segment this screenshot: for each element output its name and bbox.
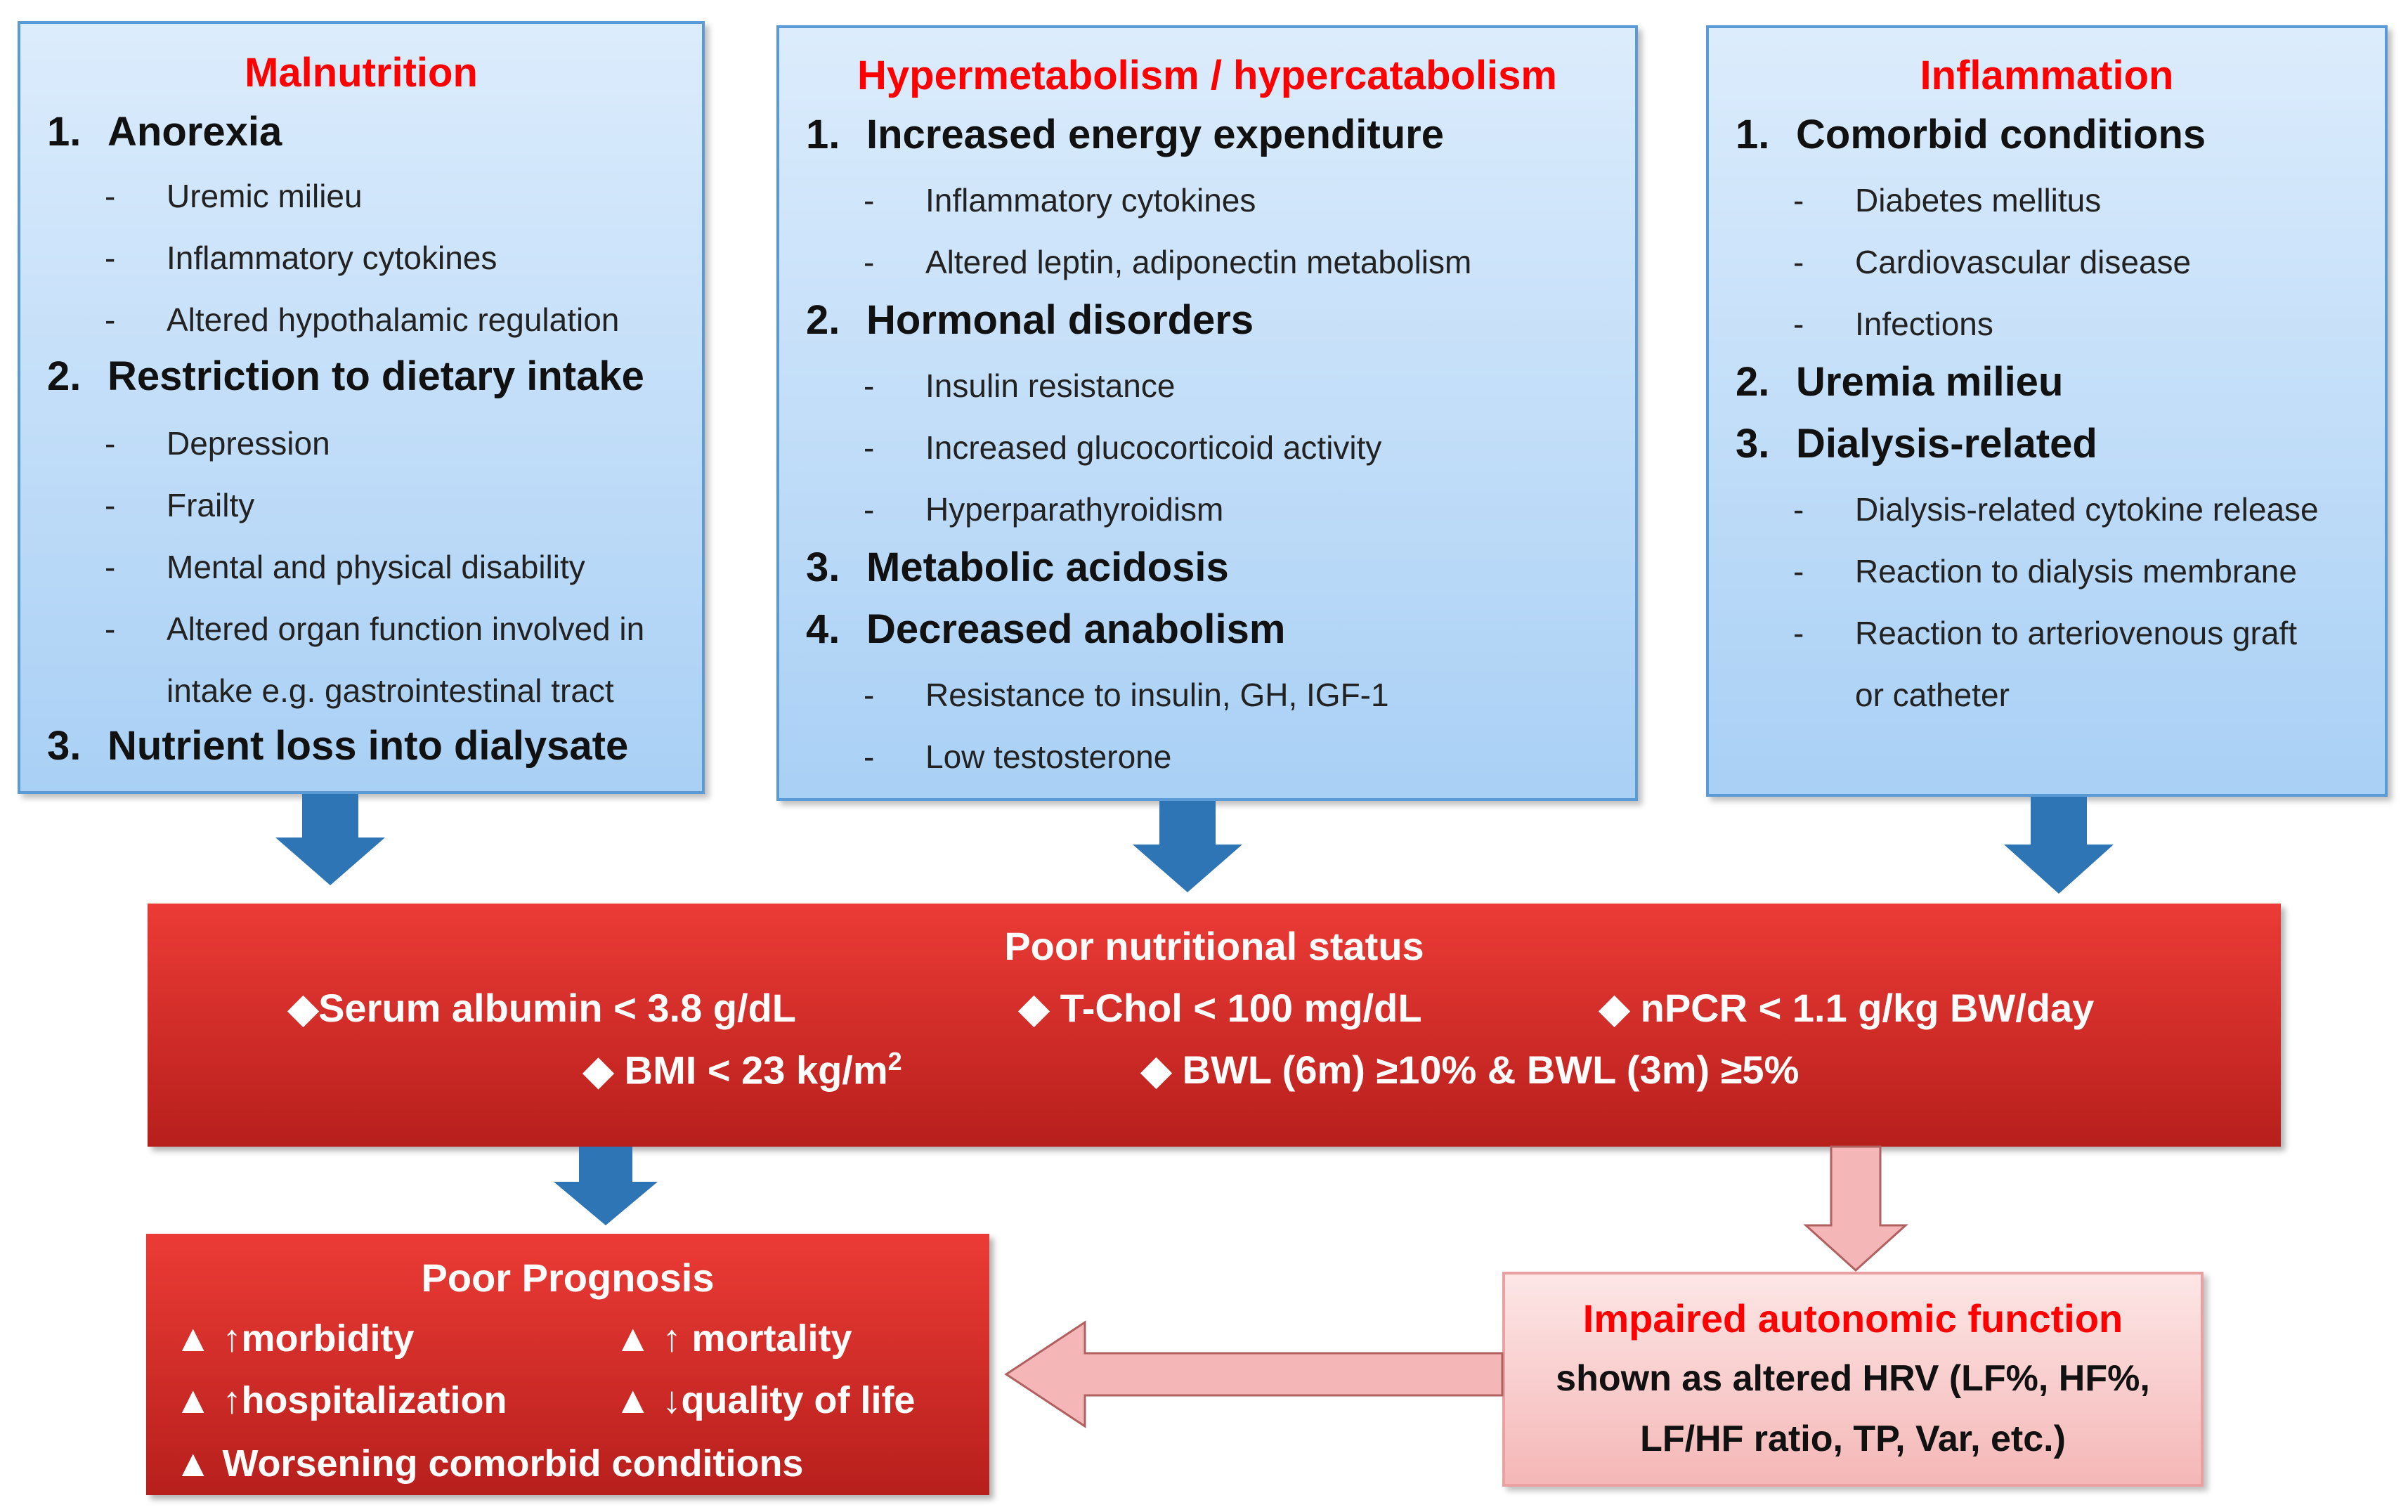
hypermetabolism-title: Hypermetabolism / hypercatabolism [857,53,1557,98]
malnutrition-item-3: 3.Nutrient loss into dialysate [47,723,629,769]
hypermetabolism-item-3: 3.Metabolic acidosis [806,545,1229,590]
inflammation-sub: -Diabetes mellitus [1793,182,2102,219]
hypermetabolism-sub: -Hyperparathyroidism [864,491,1224,528]
prognosis-quality-of-life: ▲ ↓quality of life [614,1379,916,1421]
inflammation-item-2: 2.Uremia milieu [1736,359,2064,405]
down-arrow-icon [2004,797,2114,894]
inflammation-sub: -Cardiovascular disease [1793,244,2192,280]
malnutrition-sub: -Mental and physical disability [105,549,585,585]
malnutrition-sub: -Frailty [105,487,255,523]
malnutrition-title: Malnutrition [245,50,478,96]
inflammation-sub: -Infections [1793,306,1993,342]
malnutrition-sub: -Depression [105,425,330,462]
malnutrition-item-1: 1.Anorexia [47,109,282,155]
inflammation-sub: -Reaction to dialysis membrane [1793,553,2297,589]
hypermetabolism-box: Hypermetabolism / hypercatabolism 1.Incr… [776,25,1638,801]
down-arrow-icon [1803,1145,1908,1272]
prognosis-hospitalization: ▲ ↑hospitalization [174,1379,507,1421]
inflammation-box: Inflammation 1.Comorbid conditions -Diab… [1706,25,2388,797]
inflammation-item-1: 1.Comorbid conditions [1736,112,2206,157]
down-arrow-icon [554,1147,658,1225]
malnutrition-item-2: 2.Restriction to dietary intake [47,353,644,399]
malnutrition-sub: -Altered organ function involved in [105,611,645,647]
inflammation-sub: -Dialysis-related cytokine release [1793,491,2319,528]
hypermetabolism-sub: -Inflammatory cytokines [864,182,1256,219]
criterion-bmi: ◆ BMI < 23 kg/m2 [583,1047,902,1093]
malnutrition-sub-continued: intake e.g. gastrointestinal tract [167,672,614,709]
prognosis-title: Poor Prognosis [421,1256,715,1300]
hypermetabolism-sub: -Insulin resistance [864,367,1176,404]
hypermetabolism-item-1: 1.Increased energy expenditure [806,112,1444,157]
criterion-npcr: ◆ nPCR < 1.1 g/kg BW/day [1599,986,2095,1030]
down-arrow-icon [1133,801,1242,892]
criterion-tchol: ◆ T-Chol < 100 mg/dL [1019,986,1422,1030]
inflammation-item-3: 3.Dialysis-related [1736,421,2097,467]
hypermetabolism-item-2: 2.Hormonal disorders [806,297,1254,343]
autonomic-line-2: LF/HF ratio, TP, Var, etc.) [1640,1419,2066,1459]
hypermetabolism-item-4: 4.Decreased anabolism [806,606,1286,652]
autonomic-line-1: shown as altered HRV (LF%, HF%, [1556,1358,2150,1399]
left-arrow-icon [1004,1320,1504,1428]
down-arrow-icon [275,794,385,885]
hypermetabolism-sub: -Low testosterone [864,738,1172,775]
inflammation-sub: -Reaction to arteriovenous graft [1793,615,2298,651]
inflammation-title: Inflammation [1920,53,2174,98]
malnutrition-box: Malnutrition 1.Anorexia -Uremic milieu -… [18,21,705,794]
prognosis-morbidity: ▲ ↑morbidity [174,1317,415,1360]
hypermetabolism-sub: -Resistance to insulin, GH, IGF-1 [864,677,1389,713]
nutritional-status-title: Poor nutritional status [1004,924,1424,968]
prognosis-box: Poor Prognosis ▲ ↑morbidity ▲ ↑ mortalit… [146,1234,989,1495]
prognosis-mortality: ▲ ↑ mortality [614,1317,852,1360]
criterion-bwl: ◆ BWL (6m) ≥10% & BWL (3m) ≥5% [1141,1048,1800,1092]
nutritional-status-box: Poor nutritional status ◆Serum albumin <… [148,904,2281,1147]
autonomic-title: Impaired autonomic function [1582,1296,2123,1341]
hypermetabolism-sub: -Increased glucocorticoid activity [864,429,1382,466]
inflammation-sub-continued: or catheter [1855,677,2010,713]
malnutrition-sub: -Altered hypothalamic regulation [105,301,620,338]
autonomic-box: Impaired autonomic function shown as alt… [1502,1272,2204,1487]
prognosis-comorbid: ▲ Worsening comorbid conditions [174,1442,804,1485]
malnutrition-sub: -Inflammatory cytokines [105,240,497,276]
malnutrition-sub: -Uremic milieu [105,178,363,214]
hypermetabolism-sub: -Altered leptin, adiponectin metabolism [864,244,1472,280]
criterion-albumin: ◆Serum albumin < 3.8 g/dL [288,986,796,1030]
